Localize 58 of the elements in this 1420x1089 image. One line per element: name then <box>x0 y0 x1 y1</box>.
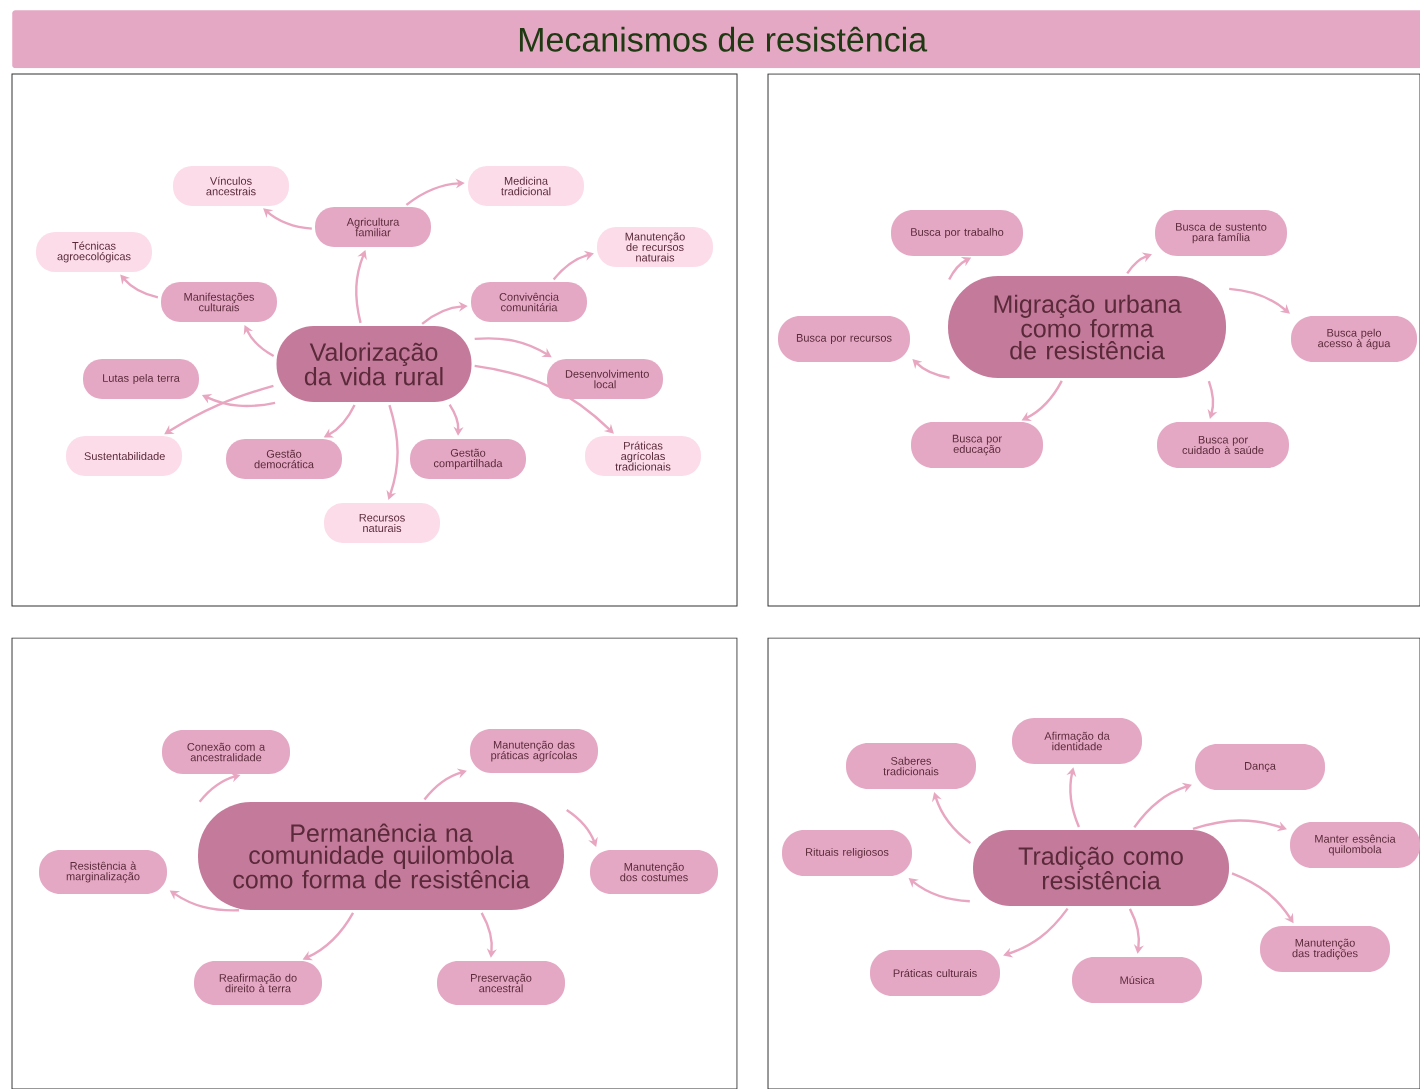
arrow <box>423 768 467 801</box>
arrow <box>1003 907 1069 958</box>
idea-pill: Convivência comunitária <box>471 282 587 322</box>
idea-pill: Manifestações culturais <box>161 282 277 322</box>
topic-pill: Permanência na comunidade quilombola como forma de resistência <box>198 802 564 910</box>
topic-pill: Tradição como resistência <box>973 830 1229 906</box>
idea-pill: Lutas pela terra <box>83 359 199 399</box>
arrow <box>164 384 274 435</box>
idea-pill: Agricultura familiar <box>315 207 431 247</box>
idea-pill: Resistência à marginalização <box>39 850 167 894</box>
topic-pill: Migração urbana como forma de resistência <box>948 276 1226 378</box>
idea-pill: Dança <box>1195 744 1325 790</box>
idea-pill: Manter essência quilombola <box>1290 822 1420 868</box>
arrow <box>474 364 614 434</box>
idea-pill: Busca por educação <box>911 422 1043 468</box>
idea-pill: Busca por cuidado à saúde <box>1157 422 1289 468</box>
arrow <box>1126 252 1152 275</box>
arrow <box>931 792 972 845</box>
arrow <box>355 250 367 324</box>
idea-pill: Manutenção dos costumes <box>590 850 718 894</box>
arrow <box>552 250 594 281</box>
arrow <box>1133 782 1192 829</box>
topic-pill: Valorização da vida rural <box>276 326 472 402</box>
arrow <box>1128 908 1144 954</box>
idea-pill: Manutenção de recursos naturais <box>597 227 713 267</box>
idea-pill: Busca de sustento para família <box>1155 210 1287 256</box>
title-band: Mecanismos de resistência <box>12 10 1420 69</box>
arrow <box>480 912 497 958</box>
idea-pill: Práticas culturais <box>870 950 1000 996</box>
idea-pill: Recursos naturais <box>324 503 440 543</box>
idea-pill: Desenvolvimento local <box>547 359 663 399</box>
idea-pill: Medicina tradicional <box>468 166 584 206</box>
arrow <box>912 359 950 379</box>
idea-pill: Gestão democrática <box>226 439 342 479</box>
idea-pill: Busca por recursos <box>778 316 910 362</box>
arrow <box>566 808 598 847</box>
idea-pill: Manutenção das práticas agrícolas <box>470 729 598 773</box>
idea-pill: Afirmação da identidade <box>1012 718 1142 764</box>
idea-pill: Reafirmação do direito à terra <box>194 961 322 1005</box>
idea-pill: Manutenção das tradições <box>1260 926 1390 972</box>
idea-pill: Rituais religiosos <box>782 830 912 876</box>
arrow <box>120 274 159 299</box>
idea-pill: Práticas agrícolas tradicionais <box>585 436 701 476</box>
idea-pill: Vínculos ancestrais <box>173 166 289 206</box>
idea-pill: Saberes tradicionais <box>846 743 976 789</box>
arrow <box>1066 767 1081 828</box>
idea-pill: Preservação ancestral <box>437 961 565 1005</box>
idea-pill: Técnicas agroecológicas <box>36 232 152 272</box>
idea-pill: Música <box>1072 957 1202 1003</box>
idea-pill: Gestão compartilhada <box>410 439 526 479</box>
arrow <box>474 337 552 358</box>
idea-pill: Sustentabilidade <box>66 436 182 476</box>
arrow <box>263 208 312 230</box>
idea-pill: Busca por trabalho <box>891 210 1023 256</box>
arrow <box>1207 380 1218 419</box>
idea-pill: Conexão com a ancestralidade <box>162 730 290 774</box>
idea-pill: Busca pelo acesso à água <box>1291 316 1417 362</box>
arrow <box>1229 287 1290 314</box>
